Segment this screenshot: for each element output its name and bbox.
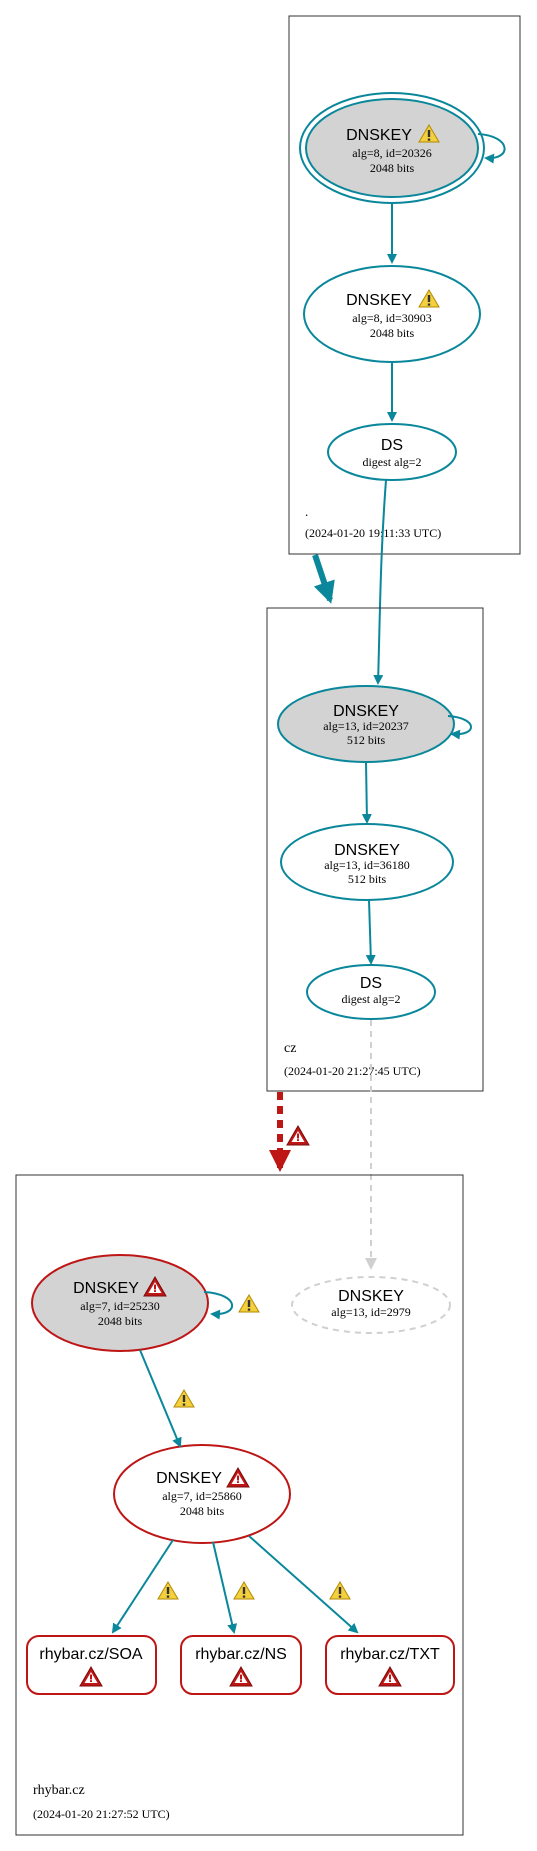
dnskey-rhybar-ksk-title: DNSKEY <box>73 1280 139 1297</box>
dnskey-root-zsk-title: DNSKEY <box>346 292 412 309</box>
dnskey-rhybar-missing-line1: alg=13, id=2979 <box>331 1305 411 1319</box>
dnskey-cz-ksk-line2: 512 bits <box>347 733 386 747</box>
dnskey-rhybar-missing-node[interactable]: DNSKEY alg=13, id=2979 <box>291 1276 451 1334</box>
dnskey-cz-zsk-line1: alg=13, id=36180 <box>324 858 410 872</box>
edge-rhybar-zsk-soa <box>111 1539 174 1634</box>
dnskey-rhybar-zsk-title: DNSKEY <box>156 1470 222 1487</box>
zone-root-name: . <box>305 504 308 519</box>
dnskey-root-ksk-title: DNSKEY <box>346 127 412 144</box>
warning-triangle-icon[interactable] <box>238 1294 260 1313</box>
zone-root-box <box>288 15 521 555</box>
ds-cz-title: DS <box>360 975 382 992</box>
edge-rhybar-zsk-ns <box>212 1541 238 1634</box>
dnskey-root-ksk-node[interactable]: DNSKEY alg=8, id=20326 2048 bits <box>299 92 485 204</box>
dnskey-rhybar-zsk-line2: 2048 bits <box>180 1504 225 1518</box>
error-triangle-icon[interactable] <box>286 1125 310 1146</box>
edge-root-ds-cz-ksk <box>373 479 387 685</box>
dnskey-root-ksk-line1: alg=8, id=20326 <box>352 146 432 160</box>
delegation-root-cz <box>312 554 335 604</box>
dnskey-rhybar-ksk-line2: 2048 bits <box>98 1314 143 1328</box>
dnskey-cz-ksk-title: DNSKEY <box>333 703 399 720</box>
dnskey-cz-ksk-node[interactable]: DNSKEY alg=13, id=20237 512 bits <box>277 685 455 763</box>
ds-cz-line1: digest alg=2 <box>341 992 400 1006</box>
ds-root-line1: digest alg=2 <box>362 455 421 469</box>
dnskey-cz-zsk-title: DNSKEY <box>334 842 400 859</box>
dnskey-rhybar-ksk-line1: alg=7, id=25230 <box>80 1299 160 1313</box>
rrset-soa-title: rhybar.cz/SOA <box>39 1646 142 1663</box>
self-loop-rhybar-ksk <box>203 1291 233 1320</box>
dnskey-cz-zsk-line2: 512 bits <box>348 872 387 886</box>
edge-cz-zsk-ds <box>365 899 376 965</box>
warning-triangle-icon[interactable] <box>329 1581 351 1600</box>
zone-rhybar: rhybar.cz (2024-01-20 21:27:52 UTC) <box>15 1174 464 1836</box>
rrset-ns-title: rhybar.cz/NS <box>195 1646 287 1663</box>
dnskey-root-zsk-node[interactable]: DNSKEY alg=8, id=30903 2048 bits <box>303 265 481 363</box>
dnskey-root-zsk-line2: 2048 bits <box>370 326 415 340</box>
dnskey-rhybar-missing-title: DNSKEY <box>338 1288 404 1305</box>
dnskey-cz-zsk-node[interactable]: DNSKEY alg=13, id=36180 512 bits <box>280 823 454 901</box>
warning-triangle-icon[interactable] <box>233 1581 255 1600</box>
rrset-txt-node[interactable]: rhybar.cz/TXT <box>325 1635 455 1695</box>
ds-root-title: DS <box>381 437 403 454</box>
zone-root-timestamp: (2024-01-20 19:11:33 UTC) <box>305 526 441 540</box>
ds-cz-node[interactable]: DS digest alg=2 <box>306 964 436 1020</box>
rrset-soa-node[interactable]: rhybar.cz/SOA <box>26 1635 157 1695</box>
self-loop-root-ksk <box>477 133 506 164</box>
dnskey-rhybar-zsk-line1: alg=7, id=25860 <box>162 1489 242 1503</box>
self-loop-cz-ksk <box>447 715 472 740</box>
warning-triangle-icon[interactable] <box>173 1389 195 1408</box>
zone-cz-box <box>266 607 484 1092</box>
rrset-txt-title: rhybar.cz/TXT <box>340 1646 440 1663</box>
zone-rhybar-timestamp: (2024-01-20 21:27:52 UTC) <box>33 1807 170 1821</box>
zone-rhybar-name: rhybar.cz <box>33 1783 85 1798</box>
dnskey-rhybar-zsk-node[interactable]: DNSKEY alg=7, id=25860 2048 bits <box>113 1444 291 1544</box>
rrset-ns-node[interactable]: rhybar.cz/NS <box>180 1635 302 1695</box>
edge-cz-ksk-zsk <box>361 761 372 824</box>
zone-rhybar-box <box>15 1174 464 1836</box>
zone-root: . (2024-01-20 19:11:33 UTC) <box>288 15 521 555</box>
zone-cz: cz (2024-01-20 21:27:45 UTC) <box>266 607 484 1092</box>
edge-rhybar-ksk-zsk <box>139 1349 182 1448</box>
warning-triangle-icon[interactable] <box>157 1581 179 1600</box>
zone-cz-name: cz <box>284 1041 296 1056</box>
ds-root-node[interactable]: DS digest alg=2 <box>327 423 457 481</box>
dnskey-root-zsk-line1: alg=8, id=30903 <box>352 311 432 325</box>
dnskey-cz-ksk-line1: alg=13, id=20237 <box>323 719 409 733</box>
dnskey-root-ksk-line2: 2048 bits <box>370 161 415 175</box>
dnskey-rhybar-ksk-node[interactable]: DNSKEY alg=7, id=25230 2048 bits <box>31 1254 209 1352</box>
zone-cz-timestamp: (2024-01-20 21:27:45 UTC) <box>284 1064 421 1078</box>
edge-rhybar-zsk-txt <box>248 1535 359 1634</box>
